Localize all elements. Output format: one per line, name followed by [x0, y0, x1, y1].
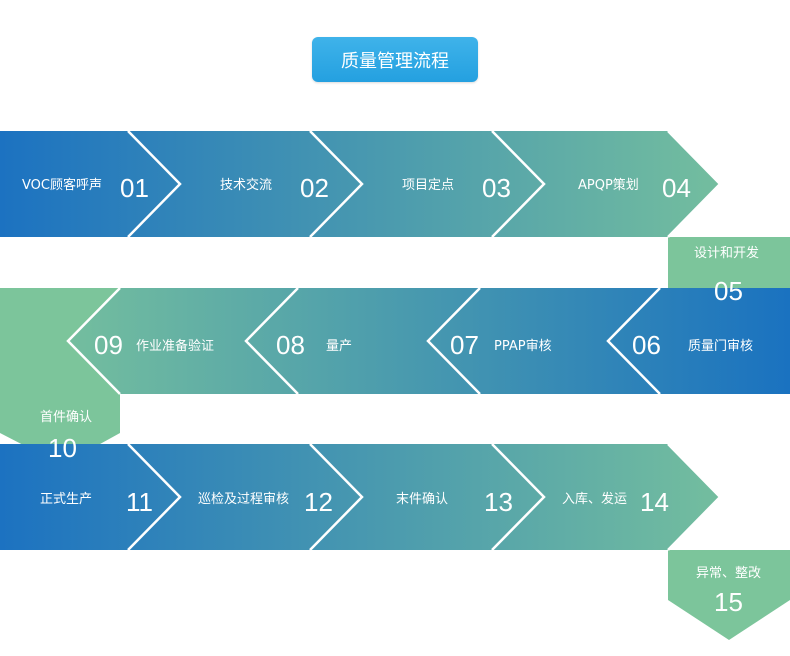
page-title: 质量管理流程	[341, 50, 449, 72]
separator-11	[491, 443, 546, 551]
separator-1	[127, 130, 182, 238]
separator-6	[426, 287, 481, 395]
step-14-number: 14	[640, 487, 669, 517]
separator-9	[127, 443, 182, 551]
step-13-label: 末件确认	[396, 492, 448, 507]
step-15-shape	[668, 550, 790, 640]
row1-band	[0, 131, 720, 237]
step-09-label: 作业准备验证	[136, 338, 214, 354]
step-10-number: 10	[48, 433, 77, 463]
title-button: 质量管理流程	[312, 37, 478, 82]
step-09-number: 09	[94, 330, 123, 360]
step-07-label: PPAP审核	[494, 339, 552, 354]
separator-4	[667, 130, 722, 238]
step-02-label: 技术交流	[220, 177, 272, 193]
step-15-label: 异常、整改	[696, 566, 761, 581]
step-01-label: VOC顾客呼声	[22, 177, 102, 193]
step-01-number: 01	[120, 173, 149, 203]
step-03-label: 项目定点	[402, 178, 454, 193]
step-12-number: 12	[304, 487, 333, 517]
step-13-number: 13	[484, 487, 513, 517]
step-08-number: 08	[276, 330, 305, 360]
separator-3	[491, 130, 546, 238]
step-11-number: 11	[126, 487, 153, 517]
separator-5	[606, 287, 661, 395]
step-05-number: 05	[714, 276, 743, 306]
step-05-label: 设计和开发	[694, 245, 759, 261]
step-12-label: 巡检及过程审核	[198, 492, 289, 507]
step-11-label: 正式生产	[40, 492, 92, 507]
separator-2	[309, 130, 364, 238]
step-10-shape	[0, 288, 120, 465]
step-07-number: 07	[450, 330, 479, 360]
step-02-number: 02	[300, 173, 329, 203]
separator-10	[309, 443, 364, 551]
separator-8	[66, 287, 121, 395]
step-14-label: 入库、发运	[562, 491, 627, 507]
separator-7	[244, 287, 299, 395]
step-10-label: 首件确认	[40, 410, 92, 425]
step-03-number: 03	[482, 173, 511, 203]
step-06-label: 质量门审核	[688, 339, 753, 354]
step-08-label: 量产	[326, 339, 352, 354]
step-04-label: APQP策划	[578, 177, 639, 193]
row3-band	[0, 444, 720, 550]
step-04-number: 04	[662, 173, 691, 203]
separator-12	[667, 443, 722, 551]
step-15-number: 15	[714, 587, 743, 617]
step-06-number: 06	[632, 330, 661, 360]
